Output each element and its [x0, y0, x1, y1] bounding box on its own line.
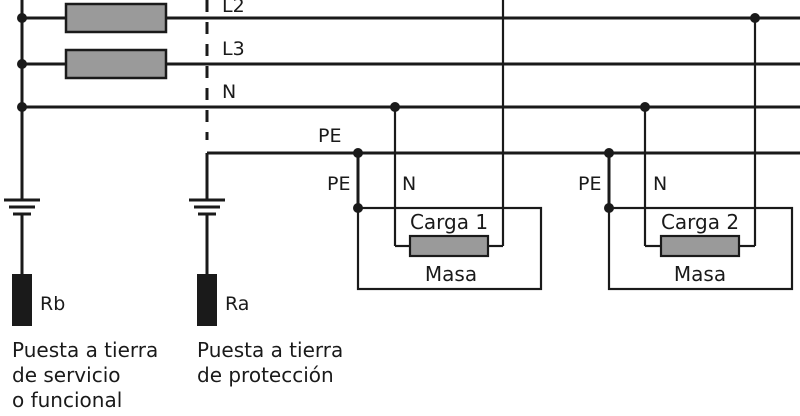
- junction-dot: [640, 102, 650, 112]
- service-earth-caption: Puesta a tierra de servicio o funcional: [12, 338, 158, 412]
- load-2-group: Carga 2 Masa PE N: [578, 13, 794, 291]
- label-l3: L3: [222, 38, 245, 60]
- junction-dot: [353, 148, 363, 158]
- label-l2: L2: [222, 0, 245, 17]
- load-2-mass-label: Masa: [674, 262, 726, 286]
- load-2-mass-box: [607, 206, 794, 291]
- load-1-mass-label: Masa: [425, 262, 477, 286]
- fuse-l2: [64, 2, 168, 34]
- load-2-label: Carga 2: [661, 210, 739, 234]
- label-n: N: [222, 81, 236, 103]
- caption-protection-line-2: de protección: [197, 363, 334, 387]
- junction-dot: [750, 13, 760, 23]
- resistor-ra: [197, 274, 217, 326]
- fuse-l3: [64, 48, 168, 80]
- junction-dot: [17, 102, 27, 112]
- junction-dot: [17, 13, 27, 23]
- load-2-pe-label: PE: [578, 173, 601, 195]
- protection-earth-symbol-icon: [189, 198, 225, 216]
- load-1-label: Carga 1: [410, 210, 488, 234]
- junction-dot: [604, 148, 614, 158]
- label-pe-main: PE: [318, 125, 341, 147]
- load-2-element: [659, 234, 741, 258]
- load-1-element: [408, 234, 490, 258]
- caption-protection-line-1: Puesta a tierra: [197, 338, 343, 362]
- junction-dot: [390, 102, 400, 112]
- load-2-n-label: N: [653, 173, 667, 195]
- junction-dot: [17, 59, 27, 69]
- junction-dot: [604, 203, 614, 213]
- caption-service-line-1: Puesta a tierra: [12, 338, 158, 362]
- load-1-group: Carga 1 Masa PE N: [327, 0, 543, 291]
- resistor-rb: [12, 274, 32, 326]
- load-1-mass-box: [356, 206, 543, 291]
- load-1-pe-label: PE: [327, 173, 350, 195]
- caption-service-line-3: o funcional: [12, 388, 122, 412]
- junction-dot: [353, 203, 363, 213]
- load-1-n-label: N: [402, 173, 416, 195]
- caption-service-line-2: de servicio: [12, 363, 121, 387]
- protection-earth-caption: Puesta a tierra de protección: [197, 338, 343, 387]
- label-ra: Ra: [225, 293, 249, 315]
- label-rb: Rb: [40, 293, 65, 315]
- service-earth-symbol-icon: [4, 198, 40, 216]
